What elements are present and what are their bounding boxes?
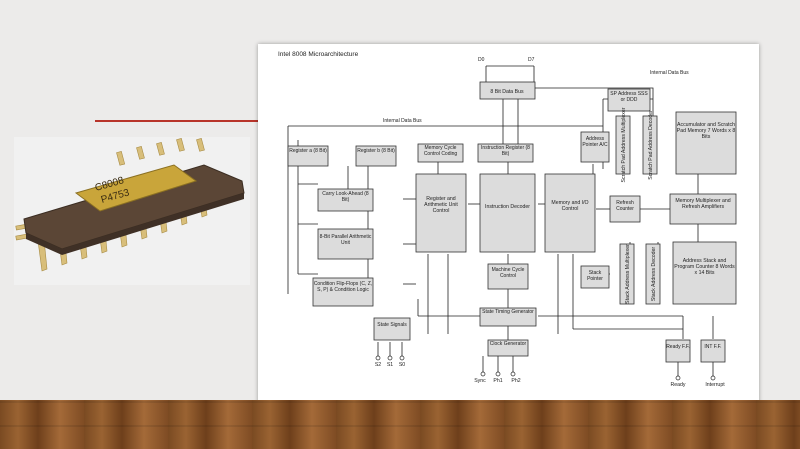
block-register-b: Register b (8 Bit) (355, 145, 397, 167)
block-memory-io-control: Memory and I/O Control (544, 173, 596, 253)
block-int-ff: INT F.F. (700, 339, 726, 363)
svg-text:Scratch Pad Address Multiplexe: Scratch Pad Address Multiplexer (621, 107, 627, 182)
block-arithmetic-unit: 8-Bit Parallel Arithmetic Unit (317, 228, 374, 260)
microarchitecture-diagram: .blk { fill:#dcdcdc; stroke:#333; stroke… (278, 51, 737, 388)
block-stack-pointer: Stack Pointer (580, 265, 610, 289)
accent-line (95, 120, 260, 122)
block-data-bus: 8 Bit Data Bus (479, 81, 536, 100)
wood-floor (0, 400, 800, 449)
pin-s1: S1 (387, 362, 393, 368)
block-condition-flipflops: Condition Flip-Flops (C, Z, S, P) & Cond… (312, 277, 374, 307)
block-status-signals: State Signals (373, 317, 411, 341)
block-clock-generator: Clock Generator (487, 339, 529, 357)
block-machine-cycle: Machine Cycle Control (487, 263, 529, 290)
block-instruction-decoder: Instruction Decoder (479, 173, 536, 253)
internal-bus-label-left: Internal Data Bus (383, 118, 422, 124)
pin-ph1: Ph1 (493, 378, 502, 384)
internal-bus-label-right: Internal Data Bus (650, 70, 689, 76)
block-sp-address: SP Address SSS or DDD (607, 88, 651, 112)
chip-illustration: C8008 P4753 (15, 138, 245, 272)
block-memory-cycle: Memory Cycle Control Coding (417, 143, 464, 163)
svg-text:8 Bit Data Bus: 8 Bit Data Bus (490, 89, 524, 95)
chip-pins-top (116, 138, 205, 166)
svg-text:Stack Address Multiplexer: Stack Address Multiplexer (625, 244, 631, 304)
block-address-pointer: Address Pointer A/C (580, 131, 610, 163)
pin-ready: Ready (671, 382, 686, 388)
pin-ph2: Ph2 (511, 378, 520, 384)
pin-interrupt: Interrupt (705, 382, 725, 388)
pins: S2 S1 S0 Sync Ph1 Ph2 Ready Interrupt (375, 355, 725, 388)
block-state-timing: State Timing Generator (479, 307, 537, 327)
chip-lid (74, 164, 198, 212)
block-ready-ff: Ready F.F. (665, 339, 691, 363)
diagram-page: .blk { fill:#dcdcdc; stroke:#333; stroke… (258, 44, 759, 405)
block-refresh-counter: Refresh Counter (609, 195, 641, 223)
diagram-title: Intel 8008 Microarchitecture (278, 51, 359, 58)
svg-text:Scratch Pad Address Decoder: Scratch Pad Address Decoder (648, 110, 654, 180)
block-stack-decoder: Stack Address Decoder (645, 243, 661, 305)
block-scratch-pad-decoder: Scratch Pad Address Decoder (642, 110, 658, 180)
pin-sync: Sync (474, 378, 486, 384)
block-accumulator: Accumulator and Scratch Pad Memory 7 Wor… (675, 111, 737, 175)
pin-s2: S2 (375, 362, 381, 368)
bus-wires (287, 65, 714, 376)
bus-label-d7: D7 (528, 57, 535, 63)
bus-label-d0: D0 (478, 57, 485, 63)
block-stack-mux: Stack Address Multiplexer (619, 243, 635, 305)
block-memory-multiplexer: Memory Multiplexer and Refresh Amplifier… (669, 193, 737, 225)
block-register-a: Register a (8 Bit) (287, 145, 329, 167)
block-address-stack: Address Stack and Program Counter 8 Word… (672, 241, 737, 305)
block-register-alu-control: Register and Arithmetic Unit Control (415, 173, 467, 253)
block-carry-look-ahead: Carry Look-Ahead (8 Bit) (317, 188, 374, 212)
pin-s0: S0 (399, 362, 405, 368)
block-instruction-register: Instruction Register (8 Bit) (477, 143, 534, 163)
chip-photo: C8008 P4753 (14, 137, 250, 285)
block-scratch-pad-mux: Scratch Pad Address Multiplexer (615, 107, 631, 182)
svg-text:Stack Address Decoder: Stack Address Decoder (651, 247, 657, 301)
